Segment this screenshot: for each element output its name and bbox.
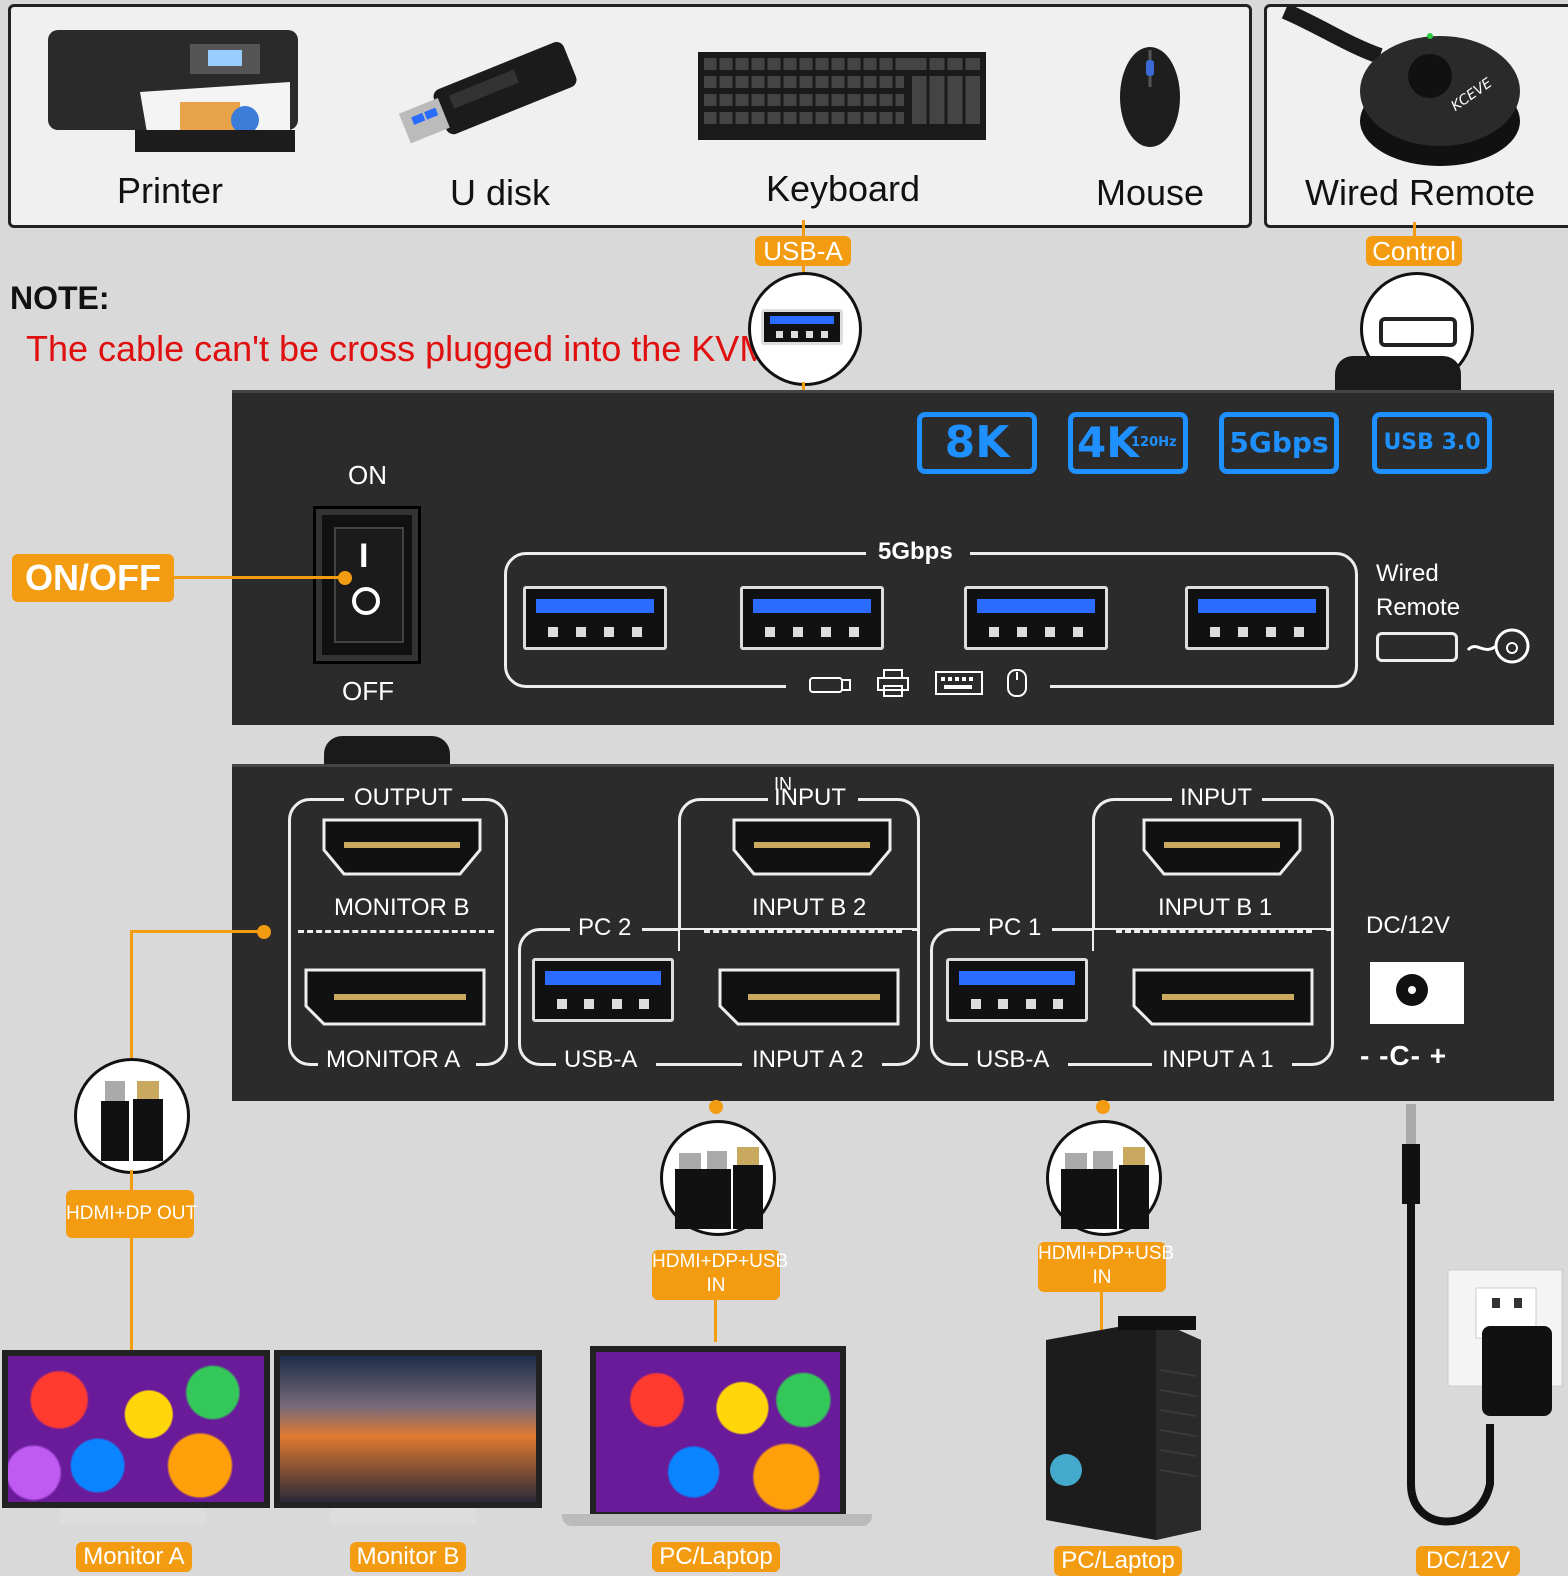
pc2-cable-zoom — [660, 1120, 776, 1236]
dc-power-jack[interactable] — [1370, 962, 1464, 1024]
monitor-a-port-label: MONITOR A — [326, 1046, 461, 1073]
pc1-in-tag-line1: HDMI+DP+USB — [1038, 1243, 1175, 1264]
usb-port-4[interactable] — [1185, 586, 1329, 650]
pc2-in-tag-line1: HDMI+DP+USB — [652, 1251, 789, 1272]
input-2-label: INPUT — [774, 784, 846, 811]
mouse-image — [1120, 47, 1180, 147]
note-text: The cable can't be cross plugged into th… — [26, 328, 780, 369]
power-switch[interactable]: I — [313, 506, 421, 664]
wired-remote-label: Wired Remote — [1304, 172, 1536, 213]
monitor-b-port-label: MONITOR B — [334, 894, 470, 921]
printer-icon — [877, 669, 909, 697]
printer-image — [48, 30, 298, 152]
off-label: OFF — [342, 676, 394, 706]
pc1-usb-a-label: USB-A — [976, 1046, 1050, 1073]
input-b2-label: INPUT B 2 — [752, 894, 867, 921]
keyboard-image — [698, 52, 986, 140]
monitor-b-image — [274, 1350, 542, 1508]
usb-port-2[interactable] — [740, 586, 884, 650]
input-a1-label: INPUT A 1 — [1162, 1046, 1274, 1073]
mouse-icon — [1007, 669, 1027, 697]
input-a2-dp-port[interactable] — [716, 966, 902, 1030]
power-adapter-image — [1402, 1104, 1563, 1526]
keyboard-label: Keyboard — [765, 168, 921, 209]
pc1-cable-zoom — [1046, 1120, 1162, 1236]
pc1-frame — [930, 928, 1334, 1066]
monitor-a-image — [2, 1350, 270, 1508]
note-title: NOTE: — [10, 280, 110, 316]
on-label: ON — [348, 460, 387, 490]
dc-polarity-symbol: - -C- + — [1360, 1040, 1448, 1071]
badge-8k: 8K — [917, 412, 1037, 474]
wired-remote-port-label-2: Remote — [1376, 594, 1461, 621]
control-tag: Control — [1366, 236, 1462, 266]
monitor-b-tag: Monitor B — [350, 1542, 466, 1572]
switch-on-symbol: I — [359, 537, 369, 575]
printer-label: Printer — [116, 170, 224, 211]
wired-remote-image: KCEVE — [1281, 6, 1520, 166]
pc1-in-tag: HDMI+DP+USB IN — [1038, 1242, 1175, 1292]
badge-120hz-text: 120Hz — [1131, 435, 1177, 450]
input-b1-label: INPUT B 1 — [1158, 894, 1273, 921]
usb-a-port-zoom — [748, 272, 862, 386]
input-2-overprint: IN — [774, 774, 792, 794]
udisk-image — [398, 42, 577, 144]
wired-remote-port-label-1: Wired — [1376, 560, 1439, 587]
pc2-usb-a-label: USB-A — [564, 1046, 638, 1073]
switch-off-symbol — [352, 587, 380, 615]
dc-12v-tag: DC/12V — [1416, 1546, 1520, 1576]
mouse-label: Mouse — [1095, 172, 1205, 213]
remote-cable-icon — [1466, 628, 1530, 664]
monitor-a-dp-port[interactable] — [302, 966, 488, 1030]
wired-remote-port[interactable] — [1376, 632, 1458, 662]
laptop-image — [590, 1346, 846, 1518]
pc1-in-tag-line2: IN — [1092, 1267, 1112, 1288]
monitor-b-hdmi-port[interactable] — [318, 816, 486, 878]
hdmi-dp-out-cable-zoom — [74, 1058, 190, 1174]
usb-port-3[interactable] — [964, 586, 1108, 650]
pc2-label: PC 2 — [578, 914, 632, 941]
badge-4k-text: 4K — [1077, 418, 1139, 467]
pc-laptop-tag-1: PC/Laptop — [652, 1542, 780, 1572]
pc2-frame — [518, 928, 920, 1066]
usb-group-label: 5Gbps — [878, 538, 953, 565]
keyboard-icon — [935, 671, 983, 695]
usb-port-1[interactable] — [523, 586, 667, 650]
pc1-label: PC 1 — [988, 914, 1042, 941]
on-off-tag: ON/OFF — [12, 554, 174, 602]
badge-5gbps: 5Gbps — [1219, 412, 1339, 474]
udisk-label: U disk — [449, 172, 551, 213]
hdmi-dp-out-tag: HDMI+DP OUT — [66, 1190, 197, 1238]
usb-a-tag: USB-A — [755, 236, 851, 266]
input-a1-dp-port[interactable] — [1130, 966, 1316, 1030]
input-b1-hdmi-port[interactable] — [1138, 816, 1306, 878]
pc2-in-tag: HDMI+DP+USB IN — [652, 1250, 789, 1300]
dc12v-port-label: DC/12V — [1366, 912, 1451, 939]
monitor-a-tag: Monitor A — [76, 1542, 192, 1572]
output-label: OUTPUT — [354, 784, 453, 811]
pc1-usb-a-port[interactable] — [946, 958, 1088, 1022]
pc2-usb-a-port[interactable] — [532, 958, 674, 1022]
badge-4k: 4K 120Hz — [1068, 412, 1188, 474]
input-1-label: INPUT — [1180, 784, 1252, 811]
usb-drive-icon — [809, 677, 851, 693]
input-b2-hdmi-port[interactable] — [728, 816, 896, 878]
desktop-pc-image — [1046, 1316, 1201, 1540]
input-a2-label: INPUT A 2 — [752, 1046, 864, 1073]
pc2-in-tag-line2: IN — [706, 1275, 726, 1296]
pc-laptop-tag-2: PC/Laptop — [1054, 1546, 1182, 1576]
badge-usb30: USB 3.0 — [1372, 412, 1492, 474]
